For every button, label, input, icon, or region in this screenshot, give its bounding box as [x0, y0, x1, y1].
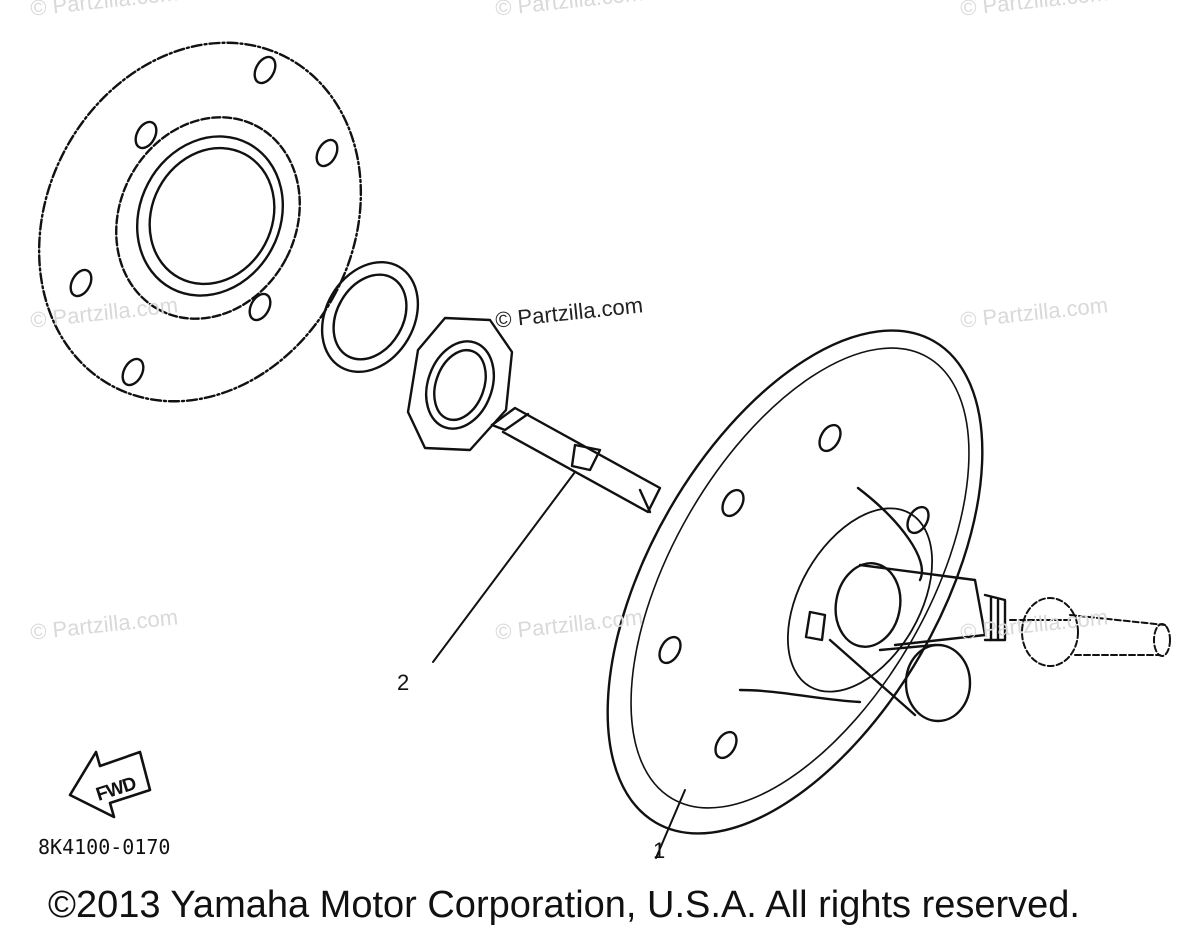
fwd-arrow-icon	[68, 750, 152, 819]
callout-number-2: 2	[397, 670, 410, 695]
callout-number-1: 1	[653, 838, 666, 863]
washer-drawing	[320, 260, 420, 374]
tie-rod-end-drawing	[1009, 597, 1171, 667]
callout-leader-1	[655, 789, 686, 859]
key-pin-drawing	[490, 406, 662, 514]
copyright-notice: ©2013 Yamaha Motor Corporation, U.S.A. A…	[48, 884, 1080, 926]
diagram-code: 8K4100-0170	[38, 835, 171, 859]
hub-drawing	[606, 329, 1007, 835]
callout-leader-2	[432, 471, 576, 663]
hex-nut-drawing	[406, 316, 514, 452]
flange-plate-drawing	[37, 41, 363, 403]
